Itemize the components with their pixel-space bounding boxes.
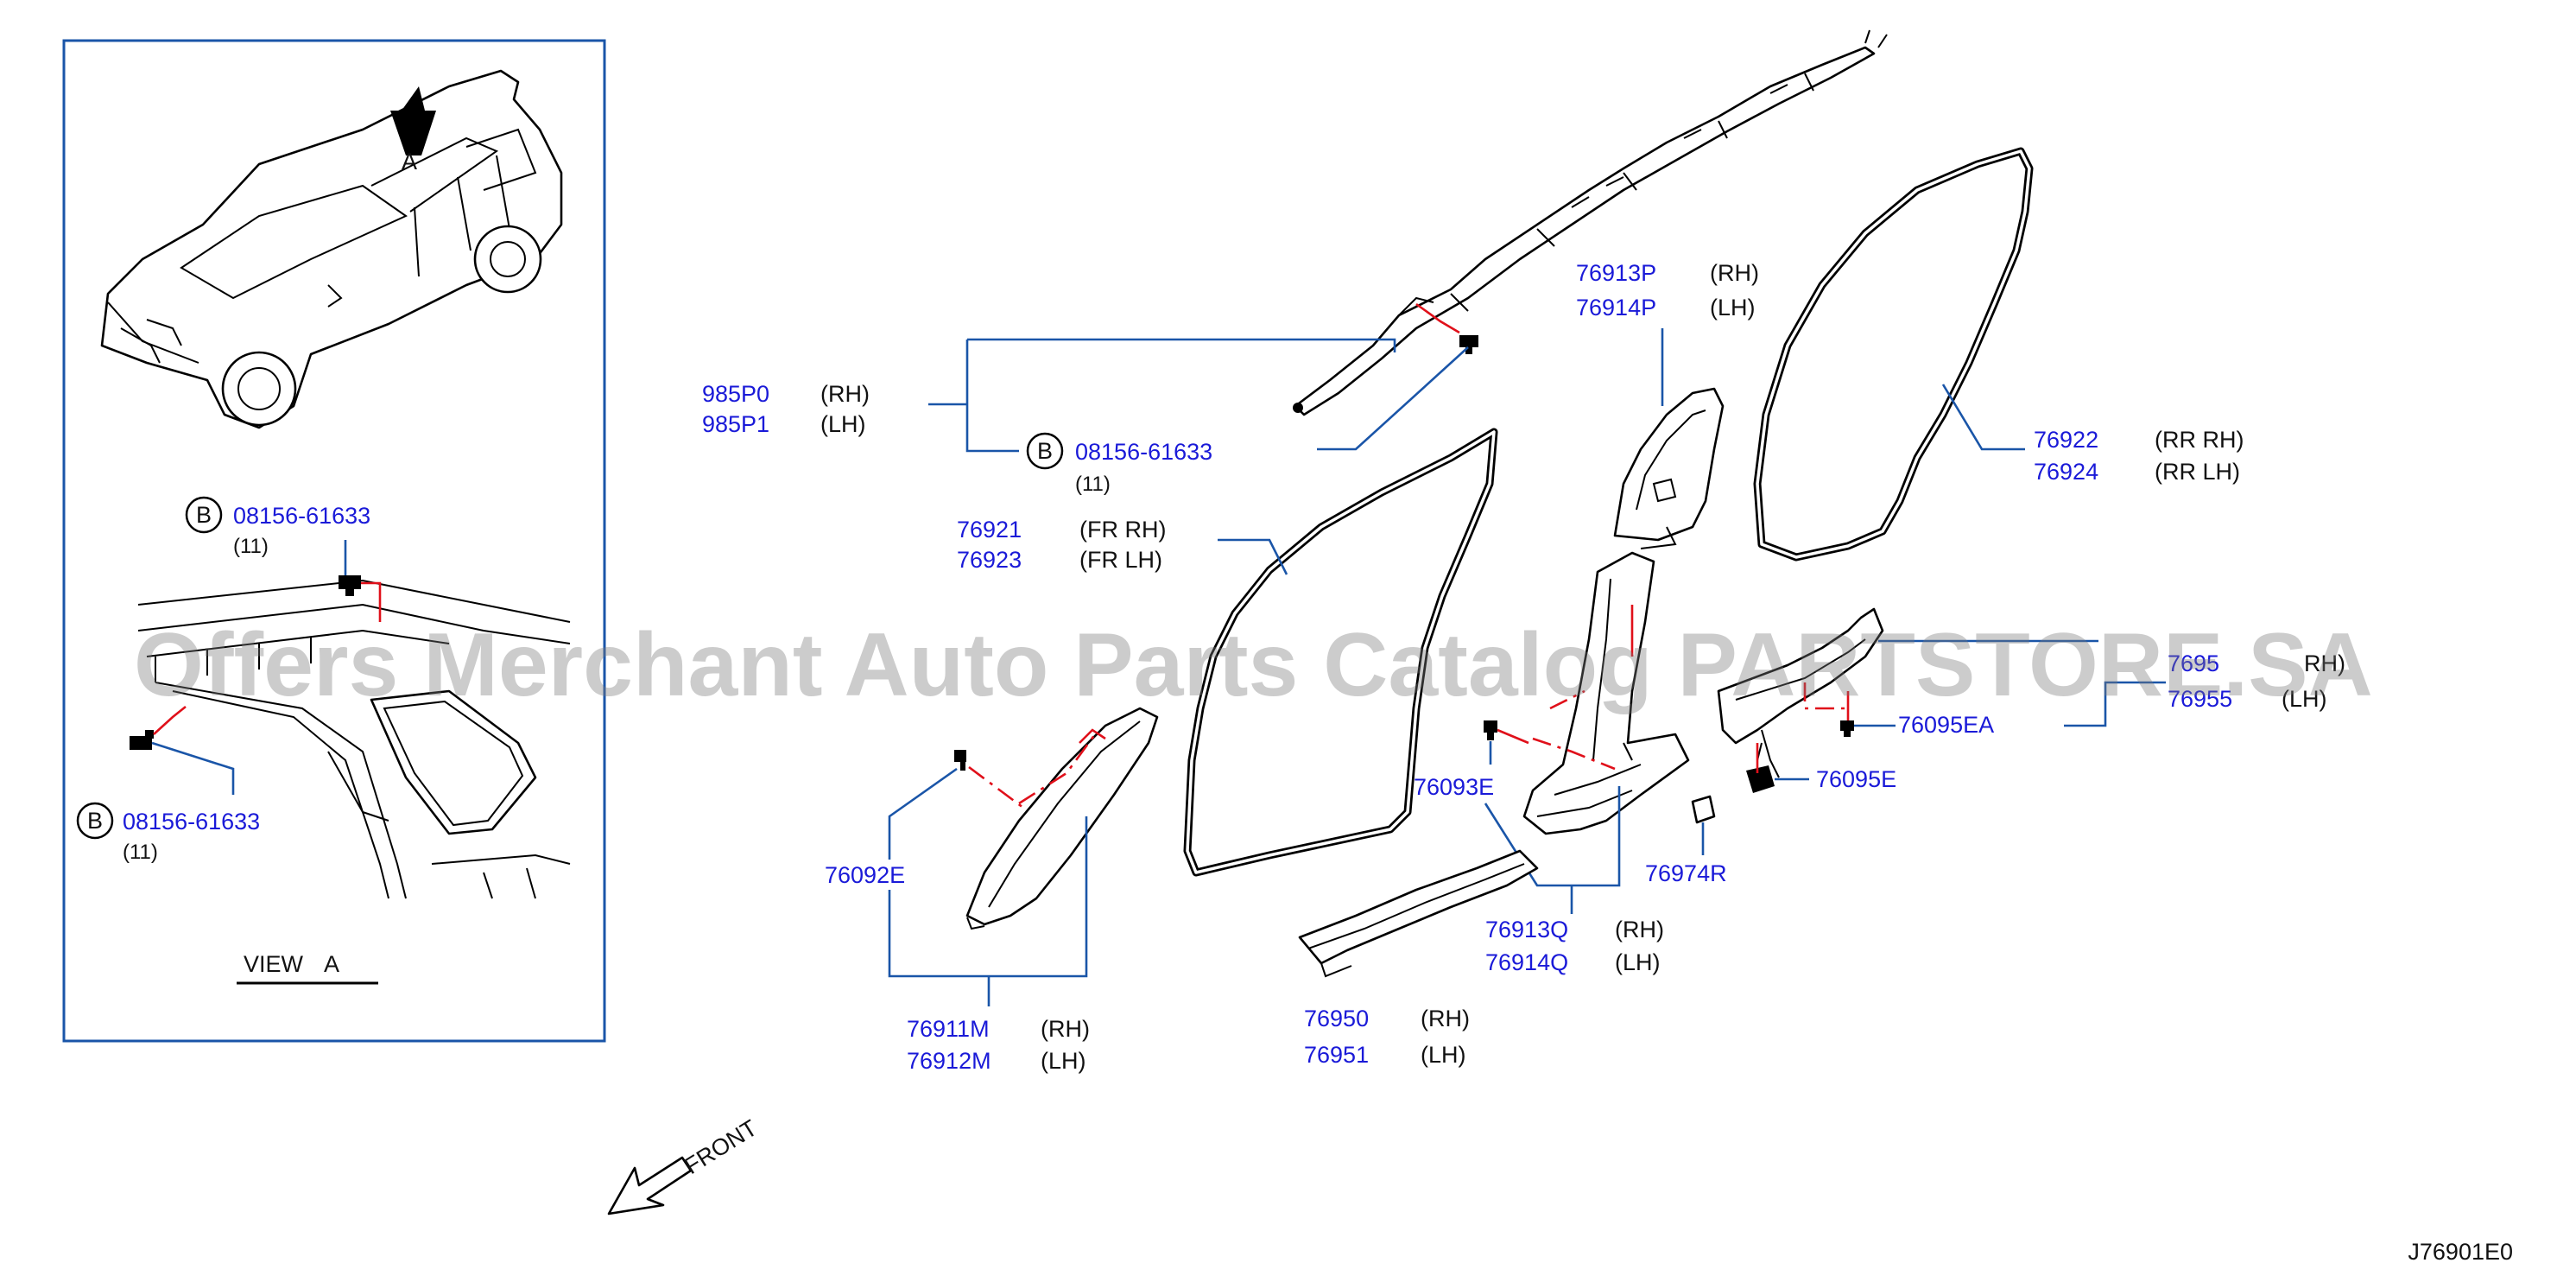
quantity: (11) — [1075, 473, 1111, 496]
part-number: 76912M — [907, 1048, 991, 1074]
bolt-callout-bottom: B 08156-61633 (11) — [76, 802, 260, 864]
part-qualifier: (LH) — [2282, 686, 2327, 712]
part-number: 08156-61633 — [233, 503, 370, 529]
bolt-icon — [1459, 335, 1478, 354]
part-number: 76914P — [1576, 295, 1656, 320]
clip-icon — [954, 750, 966, 771]
part-qualifier: (RH) — [1421, 1006, 1470, 1031]
bolt-icon — [339, 575, 361, 596]
callout-front-kicking-plate: 76950 (RH) 76951 (LH) — [1304, 1006, 1470, 1068]
part-number: 76974R — [1645, 860, 1727, 886]
view-arrow-letter: A — [402, 149, 417, 175]
part-qualifier: (RH) — [820, 381, 870, 407]
center-pillar-upper — [1613, 387, 1725, 549]
quantity: (11) — [123, 841, 158, 864]
part-number: 76950 — [1304, 1006, 1369, 1031]
part-qualifier: (LH) — [1421, 1042, 1466, 1068]
front-direction-arrow-icon — [607, 1156, 693, 1215]
circle-letter: B — [87, 808, 103, 834]
part-number: 7695 — [2168, 651, 2219, 676]
roof-rail-detail — [137, 579, 571, 899]
callout-center-pillar-lower: 76913Q (RH) 76914Q (LH) — [1485, 917, 1664, 975]
clip-icon — [1746, 742, 1775, 793]
part-qualifier: (RH) — [1041, 1016, 1090, 1042]
part-qualifier: (FR LH) — [1079, 547, 1162, 573]
part-qualifier: (RR RH) — [2155, 427, 2244, 453]
part-number: 76914Q — [1485, 949, 1568, 975]
part-number: 76092E — [825, 862, 905, 888]
callout-airbag: 985P0 (RH) 985P1 (LH) — [702, 381, 870, 437]
clip-icon — [1840, 720, 1854, 737]
view-a-inset: A B — [62, 39, 606, 1043]
watermark: Offers Merchant Auto Parts Catalog PARTS… — [134, 615, 2373, 715]
part-qualifier: RH) — [2304, 651, 2345, 676]
diagram-code: J76901E0 — [2408, 1239, 2513, 1265]
view-caption: VIEW A — [244, 951, 339, 977]
part-qualifier: (LH) — [820, 411, 866, 437]
front-pillar-finisher — [965, 707, 1159, 930]
callout-front-pillar: 76911M (RH) 76912M (LH) — [907, 1016, 1090, 1074]
circle-letter: B — [1037, 438, 1053, 464]
part-qualifier: (LH) — [1710, 295, 1756, 320]
part-qualifier: (RH) — [1710, 260, 1759, 286]
curtain-airbag — [1293, 29, 1888, 416]
part-number: 985P0 — [702, 381, 769, 407]
part-number: 76921 — [957, 517, 1022, 543]
vehicle-illustration — [100, 69, 563, 429]
part-number: 76093E — [1414, 774, 1494, 800]
bolt-callout-top: B 08156-61633 (11) — [185, 496, 370, 558]
callout-clip-92e: 76092E — [825, 862, 905, 888]
circle-letter: B — [196, 502, 212, 528]
part-number: 76955 — [2168, 686, 2232, 712]
part-number: 76951 — [1304, 1042, 1369, 1068]
rear-door-seal — [1753, 147, 2034, 562]
part-number: 76922 — [2034, 427, 2098, 453]
callout-airbag-bolt: B 08156-61633 (11) — [1026, 432, 1212, 496]
callout-clip-ea: 76095EA — [1898, 712, 1994, 738]
pad-icon — [1691, 795, 1716, 824]
center-pillar-lower — [1522, 551, 1690, 835]
front-label: FRONT — [680, 1114, 762, 1179]
rear-kicking-plate — [1717, 607, 1884, 778]
part-qualifier: (FR RH) — [1079, 517, 1166, 543]
part-number: 76095EA — [1898, 712, 1994, 738]
part-number: 76924 — [2034, 459, 2098, 485]
quantity: (11) — [233, 535, 269, 558]
part-number: 08156-61633 — [123, 809, 260, 835]
clip-icon — [1484, 720, 1497, 740]
callout-center-pillar-upper: 76913P (RH) 76914P (LH) — [1576, 260, 1759, 320]
part-number: 08156-61633 — [1075, 439, 1212, 465]
bolt-icon — [130, 730, 154, 750]
part-qualifier: (LH) — [1041, 1048, 1086, 1074]
front-door-seal — [1183, 428, 1498, 877]
part-number: 985P1 — [702, 411, 769, 437]
part-number: 76913Q — [1485, 917, 1568, 942]
part-qualifier: (RR LH) — [2155, 459, 2240, 485]
callout-front-door-seal: 76921 (FR RH) 76923 (FR LH) — [957, 517, 1166, 573]
part-qualifier: (RH) — [1615, 917, 1664, 942]
callout-clip-e: 76095E — [1816, 766, 1896, 792]
part-number: 76095E — [1816, 766, 1896, 792]
front-kicking-plate — [1298, 849, 1539, 978]
callout-rear-kicking-plate: 7695 RH) 76955 (LH) — [2168, 651, 2345, 712]
callout-clip-974r: 76974R — [1645, 860, 1727, 886]
callout-rear-door-seal: 76922 (RR RH) 76924 (RR LH) — [2034, 427, 2244, 485]
part-number: 76911M — [907, 1016, 990, 1042]
part-number: 76913P — [1576, 260, 1656, 286]
part-qualifier: (LH) — [1615, 949, 1661, 975]
part-number: 76923 — [957, 547, 1022, 573]
view-a-arrow-icon — [390, 86, 436, 155]
callout-clip-93e: 76093E — [1414, 774, 1494, 800]
